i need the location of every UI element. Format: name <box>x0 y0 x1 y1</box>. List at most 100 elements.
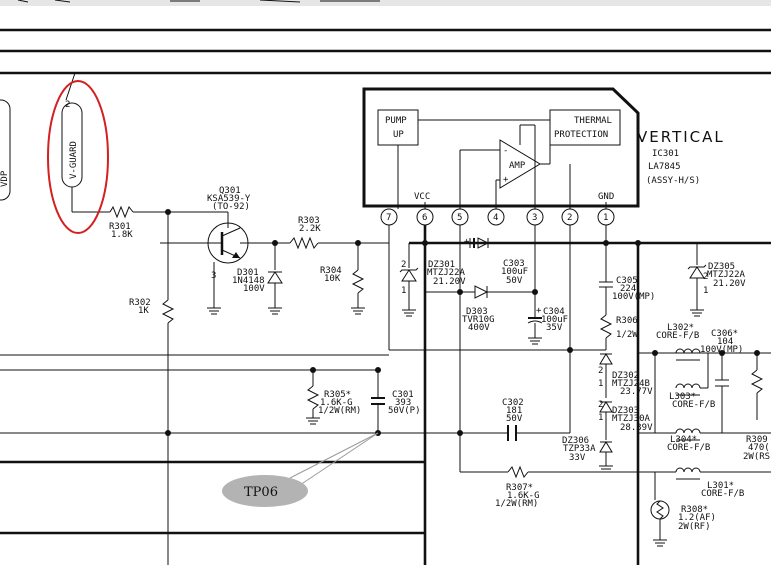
dz302-volt: 23.77V <box>620 387 653 397</box>
tp06-label: TP06 <box>244 485 278 500</box>
ic-part: LA7845 <box>648 162 681 172</box>
lower-left-circuit <box>0 354 425 535</box>
c302-ref: C302 <box>502 398 524 408</box>
dz303-part: MTZJ30A <box>612 414 651 424</box>
toolbar-strip <box>0 0 771 6</box>
dz306-volt: 33V <box>569 453 586 463</box>
vguard-pin-2: 2 <box>65 100 70 110</box>
r307-val: 1.6K-G <box>507 491 540 501</box>
c303-volt: 50V <box>506 276 523 286</box>
q301-circuit <box>109 205 570 565</box>
c302-val: 181 <box>506 406 522 416</box>
d303-volt: 400V <box>468 323 490 333</box>
dz301-pin1: 1 <box>401 286 406 296</box>
r303-ref: R303 <box>298 216 320 226</box>
d303-ref: D303 <box>466 307 488 317</box>
r302-ref: R302 <box>129 298 151 308</box>
dz303-ref: DZ303 <box>612 406 639 416</box>
pin-6: 6 <box>422 213 427 223</box>
dz302-pin1: 1 <box>598 379 603 389</box>
q301-ref: Q301 <box>219 186 241 196</box>
r308-watt: 2W(RF) <box>678 522 711 532</box>
vdp-component: VDP <box>0 99 11 201</box>
c304-plus: + <box>536 306 542 316</box>
dz302-pin2: 2 <box>598 366 603 376</box>
thermal-line-1: THERMAL <box>574 116 612 126</box>
r306-ref: R306 <box>616 316 638 326</box>
r305-val: 1.6K-G <box>320 398 353 408</box>
dz305-ref: DZ305 <box>708 262 735 272</box>
d303-part: TVR10G <box>462 315 495 325</box>
l301-val: CORE-F/B <box>701 489 744 499</box>
c303-ref: C303 <box>503 259 525 269</box>
ic-ref: IC301 <box>652 149 679 159</box>
dz306-part: TZP33A <box>563 444 596 454</box>
c304-val: 100uF <box>541 315 568 325</box>
amp-label: AMP <box>509 161 526 171</box>
c303-val: 100uF <box>501 267 528 277</box>
toolbar-fragments <box>17 0 380 3</box>
d301-volt: 100V <box>243 284 265 294</box>
thermal-line-2: PROTECTION <box>554 130 608 140</box>
r308-val: 1.2(AF) <box>678 513 716 523</box>
r302-val: 1K <box>138 306 149 316</box>
r309-watt: 2W(RS <box>743 452 770 462</box>
r301-ref: R301 <box>109 222 131 232</box>
dz303-volt: 28.39V <box>620 423 653 433</box>
pump-line-2: UP <box>393 130 404 140</box>
ic-title: VERTICAL <box>637 128 725 146</box>
c306-ref: C306* <box>711 329 738 339</box>
pump-line-1: PUMP <box>385 116 407 126</box>
gnd-label: GND <box>598 192 614 202</box>
dz301-ref: DZ301 <box>428 260 455 270</box>
dz301-pin2: 2 <box>401 260 406 270</box>
vcc-circuit <box>375 225 771 565</box>
r303-val: 2.2K <box>299 224 321 234</box>
pin-1: 1 <box>603 213 608 223</box>
r305-ref: R305* <box>324 390 351 400</box>
l304-val: CORE-F/B <box>667 443 710 453</box>
l303-ref: L303* <box>669 392 696 402</box>
pin-5: 5 <box>457 213 462 223</box>
dz302-part: MTZJ24B <box>612 379 650 389</box>
l304-ref: L304* <box>670 435 697 445</box>
vguard-label: V-GUARD <box>69 141 79 179</box>
dz305-part: MTZJ22A <box>707 270 746 280</box>
c304-volt: 35V <box>546 323 563 333</box>
tp06-callout: TP06 <box>222 475 308 507</box>
r309-val: 470( <box>748 443 770 453</box>
c301-ref: C301 <box>392 390 414 400</box>
c305-volt: 100V(MP) <box>612 292 655 302</box>
r308-ref: R308* <box>681 505 708 515</box>
r304-val: 10K <box>324 274 341 284</box>
c301-volt: 50V(P) <box>388 406 421 416</box>
l301-ref: L301* <box>707 481 734 491</box>
l302-val: CORE-F/B <box>656 331 699 341</box>
dz301-volt: 21.20V <box>433 277 466 287</box>
d301-ref: D301 <box>237 268 259 278</box>
r307-ref: R307* <box>506 483 533 493</box>
c306-volt: 100V(MP) <box>700 345 743 355</box>
dz305-volt: 21.20V <box>713 279 746 289</box>
ic-pins: 7 6 5 4 3 2 1 <box>380 208 615 226</box>
dz305-pin1: 1 <box>703 286 708 296</box>
q301-pkg: (TO-92) <box>212 202 250 212</box>
c301-val: 393 <box>395 398 411 408</box>
pin-4: 4 <box>493 213 498 223</box>
r306-val: 1/2W <box>616 330 638 340</box>
c304-ref: C304 <box>543 307 565 317</box>
ic301-block: PUMP UP THERMAL PROTECTION AMP - + VCC G… <box>362 87 640 209</box>
c302-volt: 50V <box>506 414 523 424</box>
dz303-pin1: 1 <box>598 413 603 423</box>
dz305-pin2: 2 <box>703 272 708 282</box>
r307-watt: 1/2W(RM) <box>495 499 538 509</box>
amp-minus: - <box>503 146 508 156</box>
amp-plus: + <box>503 175 509 185</box>
dz301-part: MTZJ22A <box>427 268 466 278</box>
dz306-ref: DZ306 <box>562 436 589 446</box>
r304-ref: R304 <box>320 266 342 276</box>
dz302-ref: DZ302 <box>612 371 639 381</box>
vcc-label: VCC <box>414 192 430 202</box>
r305-watt: 1/2W(RM) <box>318 406 361 416</box>
